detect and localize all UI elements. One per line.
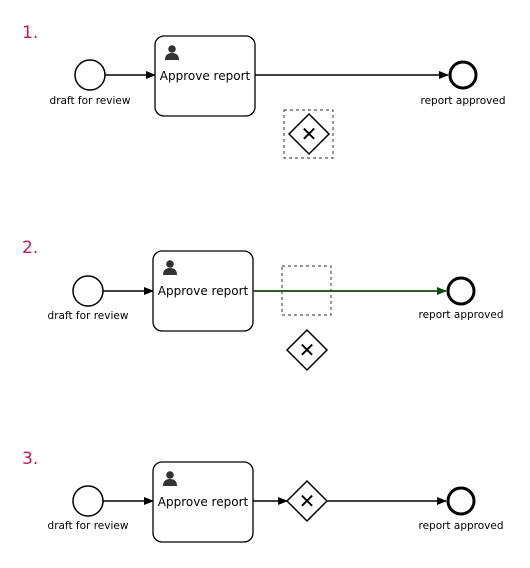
step-number: 3.: [22, 449, 38, 469]
start-event-label: draft for review: [50, 95, 131, 107]
step-number: 1.: [22, 23, 38, 43]
task-label: Approve report: [158, 284, 249, 298]
start-event[interactable]: [74, 59, 106, 91]
task-label: Approve report: [160, 69, 251, 83]
end-event[interactable]: [448, 60, 478, 90]
x-gateway-icon: ✕: [299, 489, 316, 513]
end-event-label: report approved: [418, 309, 503, 321]
step-number: 2.: [22, 238, 38, 258]
start-event[interactable]: [72, 275, 104, 307]
end-event[interactable]: [446, 486, 476, 516]
exclusive-gateway[interactable]: ✕: [285, 479, 329, 523]
exclusive-gateway[interactable]: ✕: [287, 112, 331, 156]
step-2: 2. draft for review Approve report repor…: [22, 238, 504, 372]
end-event-label: report approved: [420, 95, 505, 107]
x-gateway-icon: ✕: [301, 122, 318, 146]
task-label: Approve report: [158, 495, 249, 509]
start-event-label: draft for review: [48, 520, 129, 532]
drag-preview-outline: [283, 109, 334, 159]
start-event[interactable]: [72, 485, 104, 517]
end-event-label: report approved: [418, 520, 503, 532]
user-task[interactable]: [152, 461, 254, 543]
exclusive-gateway[interactable]: ✕: [285, 328, 329, 372]
step-1: 1. draft for review Approve report repor…: [22, 23, 506, 159]
end-event[interactable]: [446, 276, 476, 306]
start-event-label: draft for review: [48, 310, 129, 322]
user-task[interactable]: [154, 35, 256, 117]
x-gateway-icon: ✕: [299, 338, 316, 362]
step-3: 3. draft for review Approve report ✕ rep…: [22, 449, 504, 543]
